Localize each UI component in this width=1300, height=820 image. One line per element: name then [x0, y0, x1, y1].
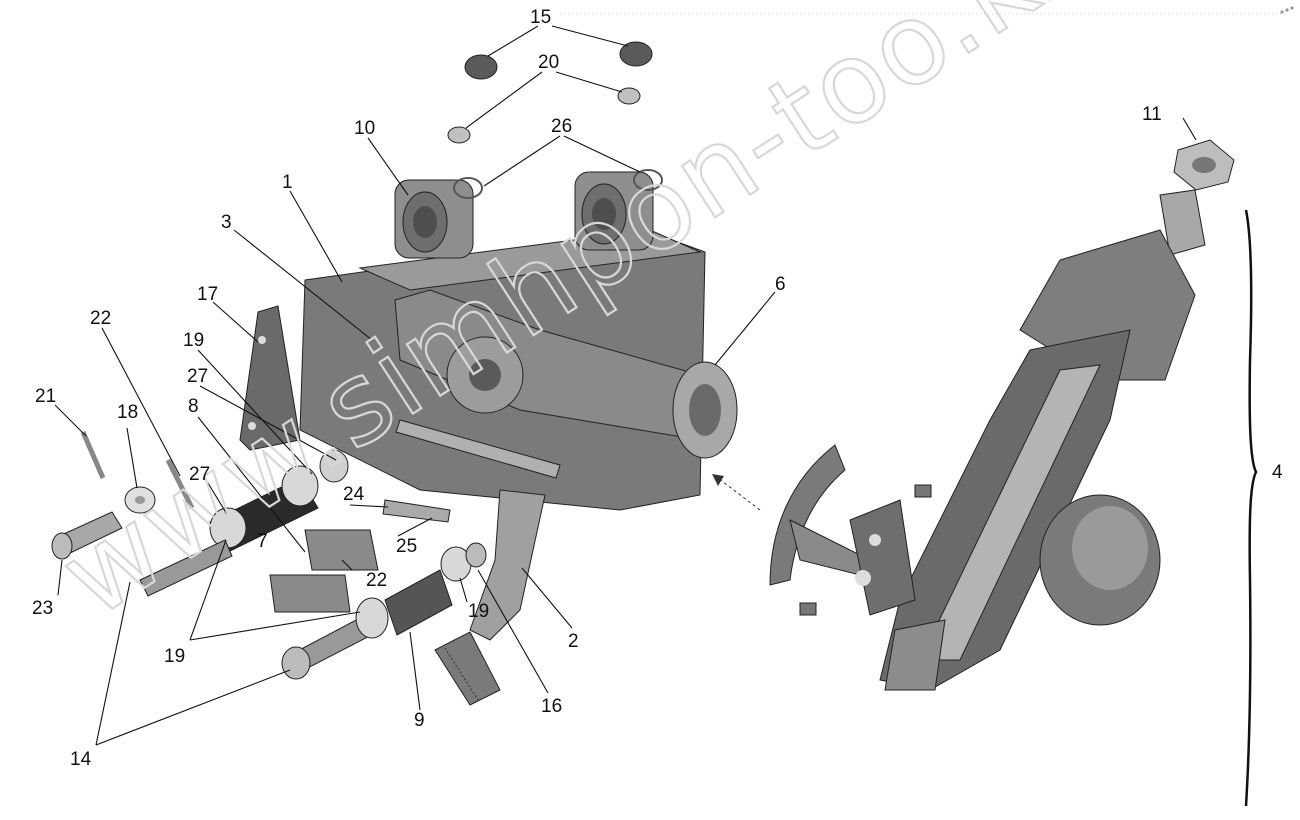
retaining-ring	[633, 169, 663, 191]
flange-plate	[239, 305, 301, 451]
callout-labels: 15 20 10 26 1 3 11 6 17 22 19 27 21 8 18…	[32, 7, 1283, 770]
callout-23: 23	[32, 598, 53, 619]
callout-4: 4	[1272, 462, 1283, 483]
spring-washer	[355, 597, 389, 639]
washer-hole	[135, 496, 145, 504]
callout-19-right: 19	[468, 601, 489, 622]
callout-14: 14	[70, 749, 92, 770]
pedal-pad	[434, 631, 501, 706]
cotter-pin	[165, 458, 195, 510]
callout-8: 8	[188, 396, 199, 417]
callout-27-upper: 27	[187, 366, 208, 387]
callout-27-lower: 27	[189, 464, 210, 485]
coil-spring	[269, 574, 351, 613]
flange-block-hole	[869, 534, 881, 546]
small-pin	[382, 499, 451, 523]
upper-bracket	[1019, 229, 1196, 381]
callout-24: 24	[343, 484, 365, 505]
washer	[617, 87, 641, 105]
lower-tube	[884, 619, 946, 691]
callout-11: 11	[1142, 104, 1162, 125]
clevis-pin-head	[51, 532, 73, 560]
nut	[465, 542, 487, 568]
spring-washer	[319, 449, 349, 483]
assembly-direction-arrow	[717, 477, 761, 511]
lever-hub-bore	[469, 359, 501, 391]
curly-brace	[1244, 209, 1258, 807]
bushing-bore	[689, 384, 721, 436]
callout-22-upper: 22	[90, 308, 111, 329]
flange-hole	[258, 336, 266, 344]
callout-20: 20	[538, 52, 559, 73]
callout-16: 16	[541, 696, 562, 717]
hex-nut-bore	[1192, 157, 1216, 173]
mounting-ear-right	[574, 171, 654, 251]
pivot-pin	[395, 419, 561, 479]
corner-mark-icon	[1280, 6, 1294, 14]
callout-26: 26	[551, 116, 572, 137]
callout-15: 15	[530, 7, 551, 28]
cotter-pin	[80, 431, 106, 479]
fitting	[799, 602, 817, 616]
spring-washer	[281, 465, 319, 507]
side-housing-face	[1072, 506, 1148, 590]
callout-22-lower: 22	[366, 570, 387, 591]
curved-lever	[769, 444, 846, 586]
retaining-ring	[453, 177, 483, 199]
flange-hole	[248, 422, 256, 430]
threaded-shaft	[1159, 189, 1206, 256]
callout-1: 1	[282, 172, 293, 193]
cap	[619, 41, 653, 67]
bolt-head	[281, 646, 311, 680]
cap	[464, 54, 498, 80]
callout-25: 25	[396, 536, 417, 557]
callout-6: 6	[775, 274, 786, 295]
pedal-bracket-assembly	[239, 169, 738, 706]
callout-3: 3	[221, 212, 232, 233]
callout-19-upper: 19	[183, 330, 204, 351]
callout-7: 7	[257, 531, 268, 552]
callout-18: 18	[117, 402, 138, 423]
callout-17: 17	[197, 284, 218, 305]
flange-block	[849, 499, 916, 616]
flange-block-hole	[855, 570, 871, 586]
arrow-head-icon	[712, 474, 724, 486]
fitting	[914, 484, 932, 498]
pedal-arm	[469, 489, 546, 641]
washer	[447, 126, 471, 144]
callout-21: 21	[35, 386, 56, 407]
callout-2: 2	[568, 631, 579, 652]
callout-9: 9	[414, 710, 425, 731]
cylinder-tube	[919, 364, 1101, 661]
leader-lines	[54, 25, 1197, 746]
bushing-sleeve	[384, 569, 453, 636]
callout-10: 10	[354, 118, 375, 139]
callout-19-lower: 19	[164, 646, 185, 667]
valve-assembly	[769, 139, 1235, 691]
coil-spring	[304, 529, 379, 571]
loose-parts	[51, 41, 653, 680]
mounting-ear-left	[394, 179, 474, 259]
bolt	[139, 539, 233, 597]
